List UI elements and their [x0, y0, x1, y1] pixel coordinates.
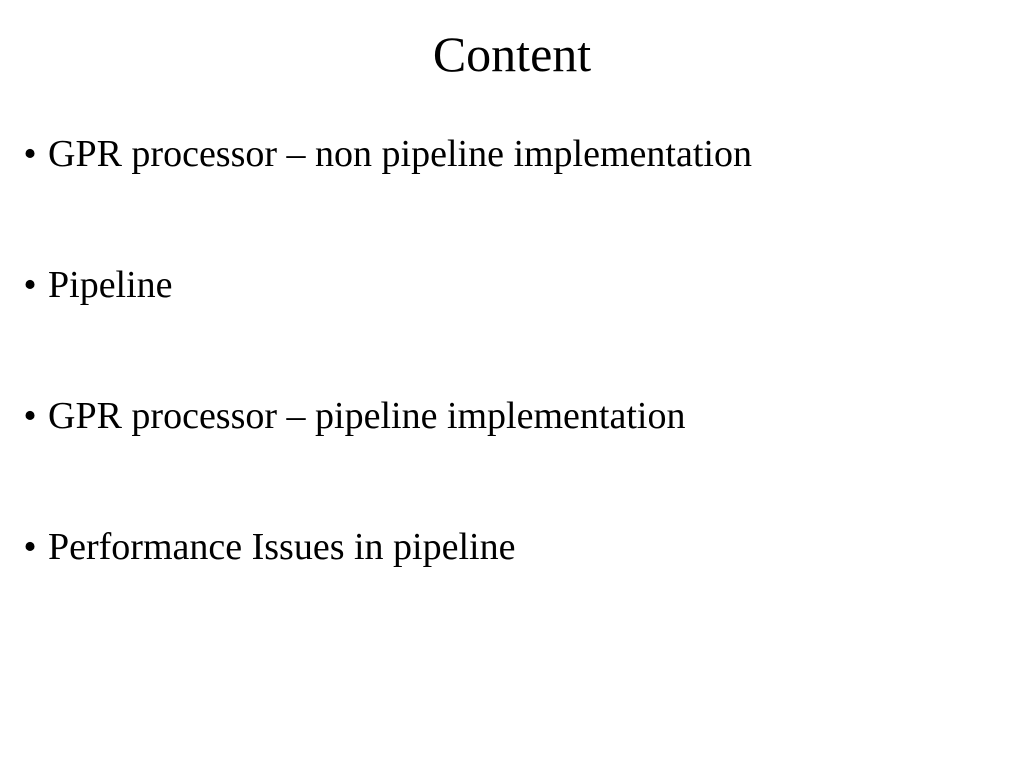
list-item-text: Performance Issues in pipeline — [48, 526, 516, 568]
list-item-text: GPR processor – non pipeline implementat… — [48, 133, 752, 175]
list-item-text: GPR processor – pipeline implementation — [48, 395, 686, 437]
bullet-icon: • — [23, 264, 37, 306]
list-item: • GPR processor – non pipeline implement… — [12, 130, 1002, 178]
bullet-list: • GPR processor – non pipeline implement… — [12, 130, 1002, 654]
bullet-icon: • — [23, 133, 37, 175]
slide-title: Content — [432, 26, 592, 82]
list-item: • Pipeline — [12, 261, 1002, 309]
bullet-icon: • — [23, 526, 37, 568]
list-item-text: Pipeline — [48, 264, 173, 306]
list-item: • GPR processor – pipeline implementatio… — [12, 392, 1002, 440]
bullet-icon: • — [23, 395, 37, 437]
list-item: • Performance Issues in pipeline — [12, 523, 1002, 571]
